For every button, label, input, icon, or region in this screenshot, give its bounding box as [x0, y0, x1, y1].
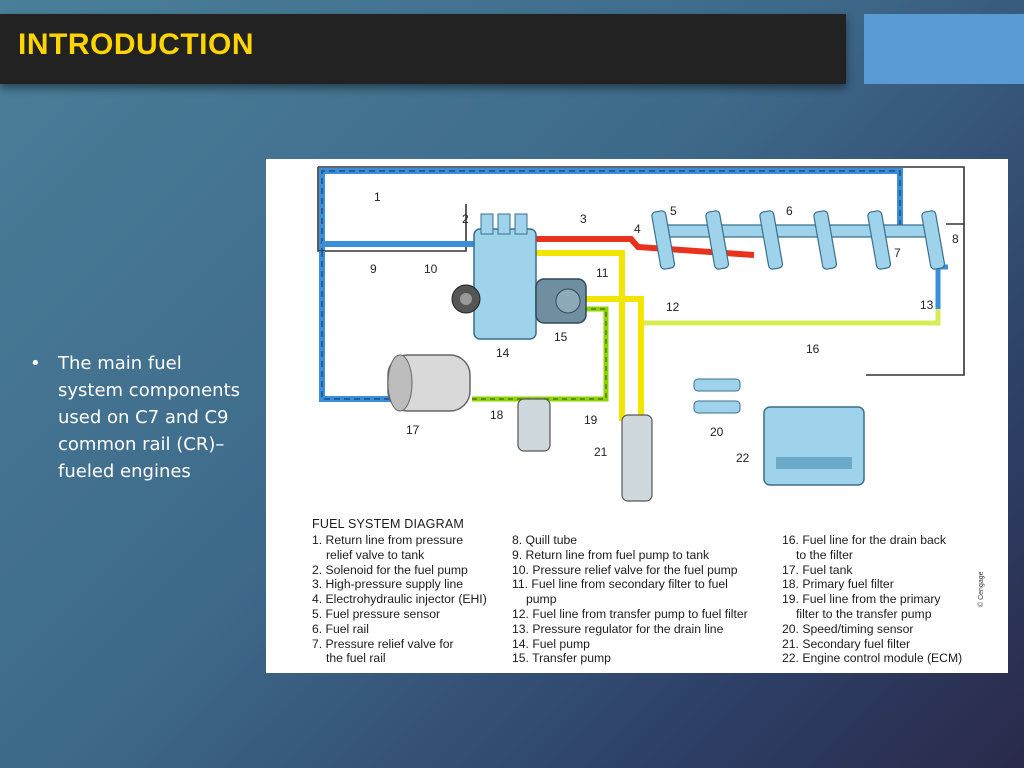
diagram-drawing: 1 2 3 4 5 6 7 8 9 10 11 12 13 14 15 16 1… — [317, 166, 965, 502]
label-10: 10 — [424, 262, 438, 276]
legend-column-1: 1. Return line from pressure relief valv… — [312, 533, 487, 666]
label-3: 3 — [580, 212, 587, 226]
supply-line-11 — [536, 250, 644, 421]
legend-item: 16. Fuel line for the drain back — [782, 533, 946, 547]
legend-item: 13. Pressure regulator for the drain lin… — [512, 621, 724, 636]
legend-item: 4. Electrohydraulic injector (EHI) — [312, 592, 487, 607]
label-6: 6 — [786, 204, 793, 218]
diagram-number-labels: 1 2 3 4 5 6 7 8 9 10 11 12 13 14 15 16 1… — [370, 190, 959, 465]
label-17: 17 — [406, 423, 420, 437]
legend-item: 22. Engine control module (ECM) — [782, 651, 963, 666]
label-4: 4 — [634, 222, 641, 236]
drain-line-16 — [644, 264, 948, 326]
ecm-22 — [763, 406, 865, 486]
label-14: 14 — [496, 346, 510, 360]
legend-item: 15. Transfer pump — [512, 651, 611, 666]
label-15: 15 — [554, 330, 568, 344]
legend-column-3: 16. Fuel line for the drain back to the … — [782, 533, 962, 666]
legend-item: 11. Fuel line from secondary filter to f… — [512, 577, 728, 592]
title-bar: INTRODUCTION — [0, 14, 846, 84]
bullet-item: • The main fuel system components used o… — [30, 350, 250, 485]
legend-item: 18. Primary fuel filter — [782, 577, 894, 592]
label-20: 20 — [710, 425, 724, 439]
legend-item: 9. Return line from fuel pump to tank — [512, 547, 710, 562]
legend-item: 2. Solenoid for the fuel pump — [312, 562, 468, 577]
label-19: 19 — [584, 413, 598, 427]
legend-item: to the filter — [796, 547, 853, 562]
label-12: 12 — [666, 300, 680, 314]
transfer-pump-15 — [535, 278, 587, 324]
legend-item: 3. High-pressure supply line — [312, 577, 464, 592]
bullet-text: The main fuel system components used on … — [58, 353, 241, 482]
label-11: 11 — [596, 266, 609, 280]
accent-box — [864, 14, 1024, 84]
slide-title: INTRODUCTION — [18, 28, 254, 61]
label-13: 13 — [920, 298, 934, 312]
legend-item: 1. Return line from pressure — [312, 533, 464, 547]
legend-item: 5. Fuel pressure sensor — [312, 606, 441, 621]
legend-item: 19. Fuel line from the primary — [782, 592, 941, 607]
label-9: 9 — [370, 262, 377, 276]
label-21: 21 — [594, 445, 608, 459]
legend-item: 14. Fuel pump — [512, 636, 590, 651]
secondary-filter-21 — [621, 414, 653, 502]
legend-item: 8. Quill tube — [512, 533, 578, 547]
fuel-pump-14 — [451, 213, 537, 340]
label-5: 5 — [670, 204, 677, 218]
return-line-9 — [319, 241, 484, 402]
legend-column-2: 8. Quill tube 9. Return line from fuel p… — [512, 533, 748, 666]
legend-item: filter to the transfer pump — [796, 606, 932, 621]
fuel-system-diagram: 1 2 3 4 5 6 7 8 9 10 11 12 13 14 15 16 1… — [266, 159, 1008, 673]
label-22: 22 — [736, 451, 750, 465]
legend-item: 6. Fuel rail — [312, 621, 369, 636]
legend-item: relief valve to tank — [326, 547, 425, 562]
legend-item: 17. Fuel tank — [782, 562, 853, 577]
return-line-1 — [319, 168, 903, 254]
speed-sensor-20 — [693, 378, 741, 414]
fuel-tank-17 — [387, 354, 471, 412]
label-2: 2 — [462, 212, 469, 226]
label-8: 8 — [952, 232, 959, 246]
image-credit: © Cengage — [978, 571, 985, 607]
legend-item: 7. Pressure relief valve for — [312, 636, 454, 651]
legend-item: pump — [526, 592, 557, 607]
high-pressure-line-3 — [528, 236, 755, 258]
legend-item: 10. Pressure relief valve for the fuel p… — [512, 562, 738, 577]
bullet-symbol: • — [30, 353, 41, 374]
outer-black-line — [317, 166, 965, 376]
label-16: 16 — [806, 342, 820, 356]
diagram-title: FUEL SYSTEM DIAGRAM — [312, 517, 464, 531]
primary-filter-18 — [517, 398, 551, 452]
label-1: 1 — [374, 190, 381, 204]
legend-item: 20. Speed/timing sensor — [782, 621, 914, 636]
label-7: 7 — [894, 246, 901, 260]
label-18: 18 — [490, 408, 504, 422]
legend-item: 12. Fuel line from transfer pump to fuel… — [512, 606, 748, 621]
legend-item: 21. Secondary fuel filter — [782, 636, 911, 651]
injectors-4 — [651, 210, 946, 270]
fuel-rail-6 — [655, 224, 939, 238]
legend-item: the fuel rail — [326, 651, 386, 666]
